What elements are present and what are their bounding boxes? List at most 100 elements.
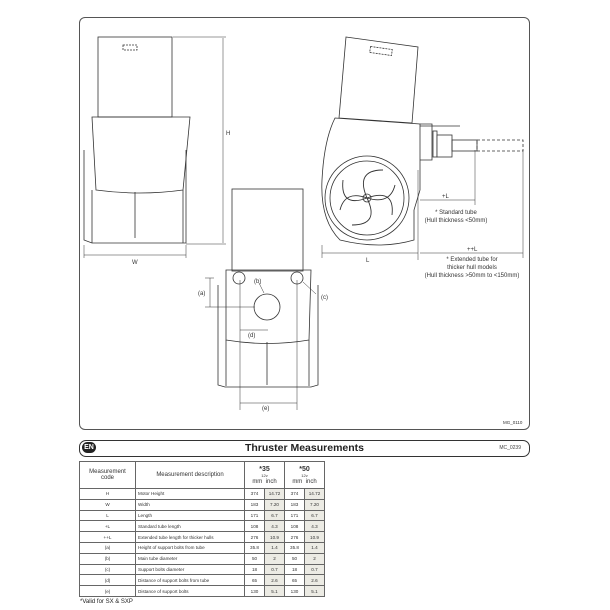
cell-value: 1.4 (264, 541, 285, 554)
cell-value: 183 (284, 498, 305, 511)
cell-value: 108 (284, 520, 305, 533)
cell-code: (b) (79, 552, 136, 565)
cell-value: 2.6 (264, 574, 285, 587)
label-d: (d) (248, 333, 255, 339)
figure-code: MG_0110 (503, 420, 523, 425)
cell-value: 18 (244, 563, 265, 576)
section-title: Thruster Measurements (244, 442, 365, 454)
cell-value: 0.7 (304, 563, 325, 576)
cell-value: 35.8 (284, 541, 305, 554)
cell-value: 374 (244, 488, 265, 500)
cell-code: W (79, 498, 136, 511)
cell-value: 7.20 (264, 498, 285, 511)
cell-value: 5.1 (264, 585, 285, 597)
cell-code: +L (79, 520, 136, 533)
cell-code: (c) (79, 563, 136, 576)
cell-value: 6.7 (264, 509, 285, 522)
drawing-panel (79, 17, 530, 430)
cell-value: 2 (264, 552, 285, 565)
label-plus-L: +L (442, 194, 450, 200)
cell-value: 1.4 (304, 541, 325, 554)
cell-value: 183 (244, 498, 265, 511)
cell-desc: Width (135, 498, 245, 511)
label-b: (b) (254, 279, 261, 285)
col-code: Measurement code (79, 461, 136, 489)
cell-value: 4.3 (264, 520, 285, 533)
cell-desc: Distance of support bolts (135, 585, 245, 597)
cell-value: 2 (304, 552, 325, 565)
cell-value: 6.7 (304, 509, 325, 522)
cell-value: 65 (284, 574, 305, 587)
measurement-table: Measurement code Measurement description… (79, 461, 325, 597)
cell-code: (d) (79, 574, 136, 587)
cell-value: 276 (284, 531, 305, 543)
label-L: L (366, 258, 370, 264)
extended-tube-note: thicker hull models (447, 265, 497, 271)
section-header: EN Thruster Measurements MC_0239 (79, 440, 530, 457)
cell-value: 35.8 (244, 541, 265, 554)
cell-value: 50 (284, 552, 305, 565)
cell-value: 171 (284, 509, 305, 522)
standard-tube-note: * Standard tube (435, 210, 477, 216)
cell-value: 10.9 (264, 531, 285, 543)
extended-tube-note: (Hull thickness >50mm to <150mm) (425, 273, 520, 279)
cell-value: 2.6 (304, 574, 325, 587)
label-H: H (226, 131, 230, 137)
cell-value: 0.7 (264, 563, 285, 576)
label-c: (c) (321, 295, 328, 301)
cell-value: 130 (244, 585, 265, 597)
cell-desc: Height of support bolts from tube (135, 541, 245, 554)
cell-desc: Length (135, 509, 245, 522)
label-e: (e) (262, 406, 269, 412)
label-a: (a) (198, 291, 205, 297)
cell-value: 50 (244, 552, 265, 565)
cell-code: (e) (79, 585, 136, 597)
cell-value: 108 (244, 520, 265, 533)
cell-value: 18 (284, 563, 305, 576)
bottom-view (205, 188, 319, 410)
language-badge: EN (82, 442, 96, 453)
cell-value: 5.1 (304, 585, 325, 597)
section-code: MC_0239 (499, 445, 521, 451)
col-desc: Measurement description (135, 461, 245, 489)
cell-value: 276 (244, 531, 265, 543)
cell-value: 171 (244, 509, 265, 522)
label-W: W (132, 260, 138, 266)
cell-value: 65 (244, 574, 265, 587)
technical-drawing: H W L +L ++L (a) (b) (c) (d) (e) * Stand… (83, 36, 524, 425)
cell-value: 4.3 (304, 520, 325, 533)
side-view (321, 36, 524, 260)
cell-desc: Extended tube length for thicker hulls (135, 531, 245, 543)
cell-value: 14.72 (264, 488, 285, 500)
cell-value: 10.9 (304, 531, 325, 543)
footnote: *Valid for SX & SXP (80, 599, 133, 605)
cell-desc: Distance of support bolts from tube (135, 574, 245, 587)
front-view (83, 36, 226, 258)
extended-tube-note: * Extended tube for (446, 257, 497, 263)
cell-code: (a) (79, 541, 136, 554)
dimension-labels: H W L +L ++L (a) (b) (c) (d) (e) * Stand… (132, 131, 523, 425)
label-plusplus-L: ++L (467, 247, 478, 253)
cell-desc: Motor Height (135, 488, 245, 500)
standard-tube-note: (Hull thickness <50mm) (425, 218, 488, 224)
cell-value: 7.20 (304, 498, 325, 511)
cell-value: 374 (284, 488, 305, 500)
cell-desc: Standard tube length (135, 520, 245, 533)
cell-code: L (79, 509, 136, 522)
cell-code: H (79, 488, 136, 500)
propeller-icon (339, 169, 396, 226)
cell-value: 14.72 (304, 488, 325, 500)
cell-value: 130 (284, 585, 305, 597)
